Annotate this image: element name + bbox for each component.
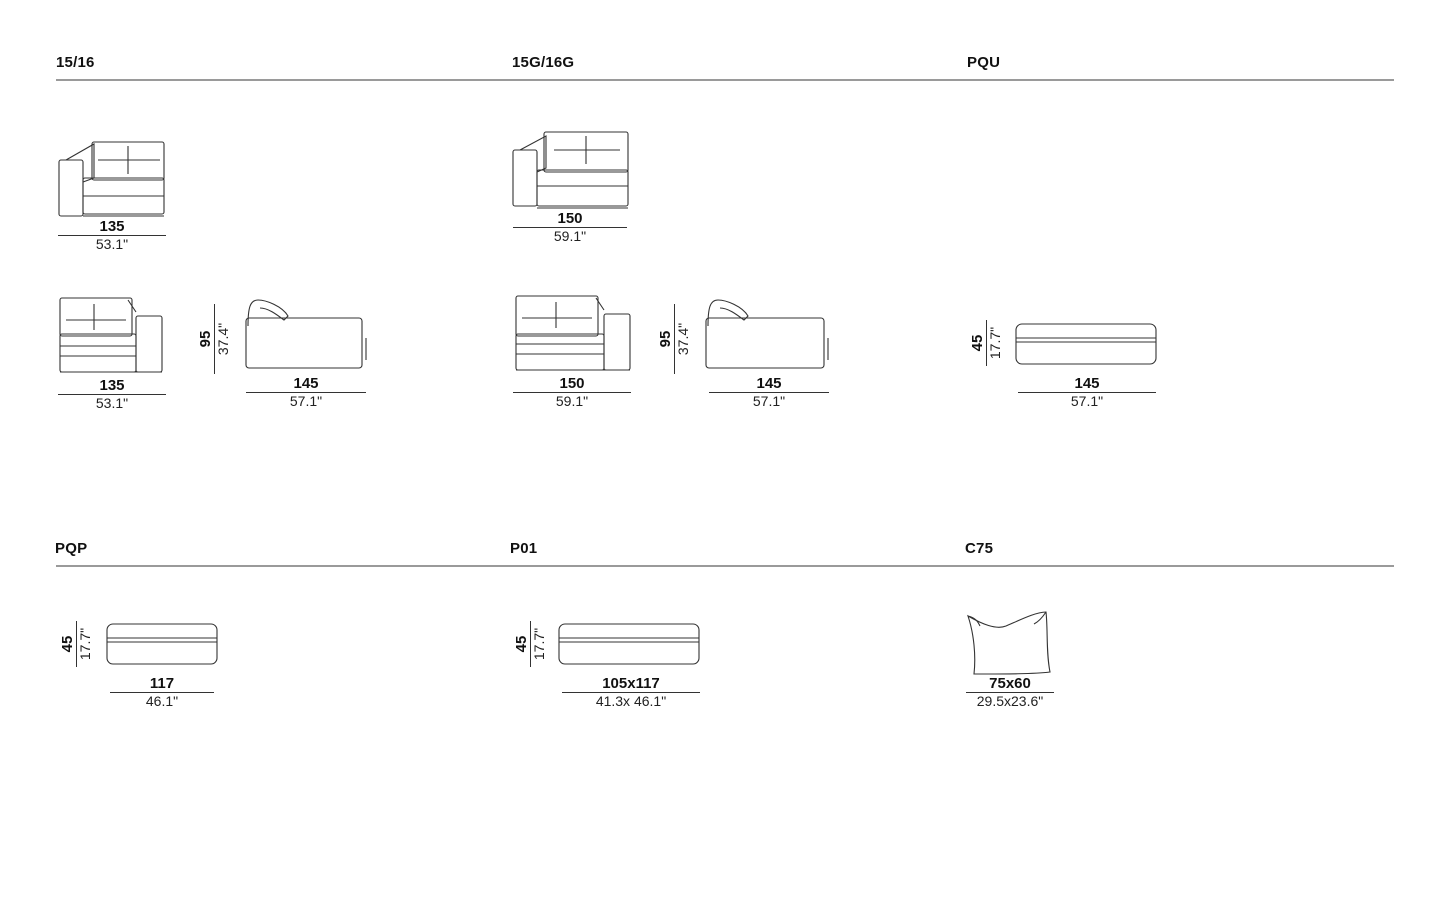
- cushion-c75-drawing: [967, 611, 1051, 675]
- section-title-p01: P01: [510, 540, 538, 557]
- section-title-15g-16g: 15G/16G: [512, 54, 575, 71]
- sofa-side-view-drawing: [245, 299, 367, 369]
- ottoman-p01-drawing: [558, 623, 700, 665]
- section-title-15-16: 15/16: [56, 54, 95, 71]
- ottoman-pqp-drawing: [106, 623, 218, 665]
- sofa-right-arm-front-drawing: [59, 297, 163, 373]
- section-title-pqu: PQU: [967, 54, 1001, 71]
- sofa-side-view-drawing: [705, 299, 829, 369]
- sofa-right-arm-front-drawing: [515, 295, 631, 371]
- sofa-left-arm-front-drawing: [58, 141, 165, 217]
- ottoman-pqu-drawing: [1015, 323, 1157, 365]
- section-divider-bottom: [56, 565, 1394, 567]
- section-title-c75: C75: [965, 540, 994, 557]
- sofa-left-arm-front-drawing: [512, 131, 629, 209]
- section-title-pqp: PQP: [55, 540, 88, 557]
- section-divider-top: [56, 79, 1394, 81]
